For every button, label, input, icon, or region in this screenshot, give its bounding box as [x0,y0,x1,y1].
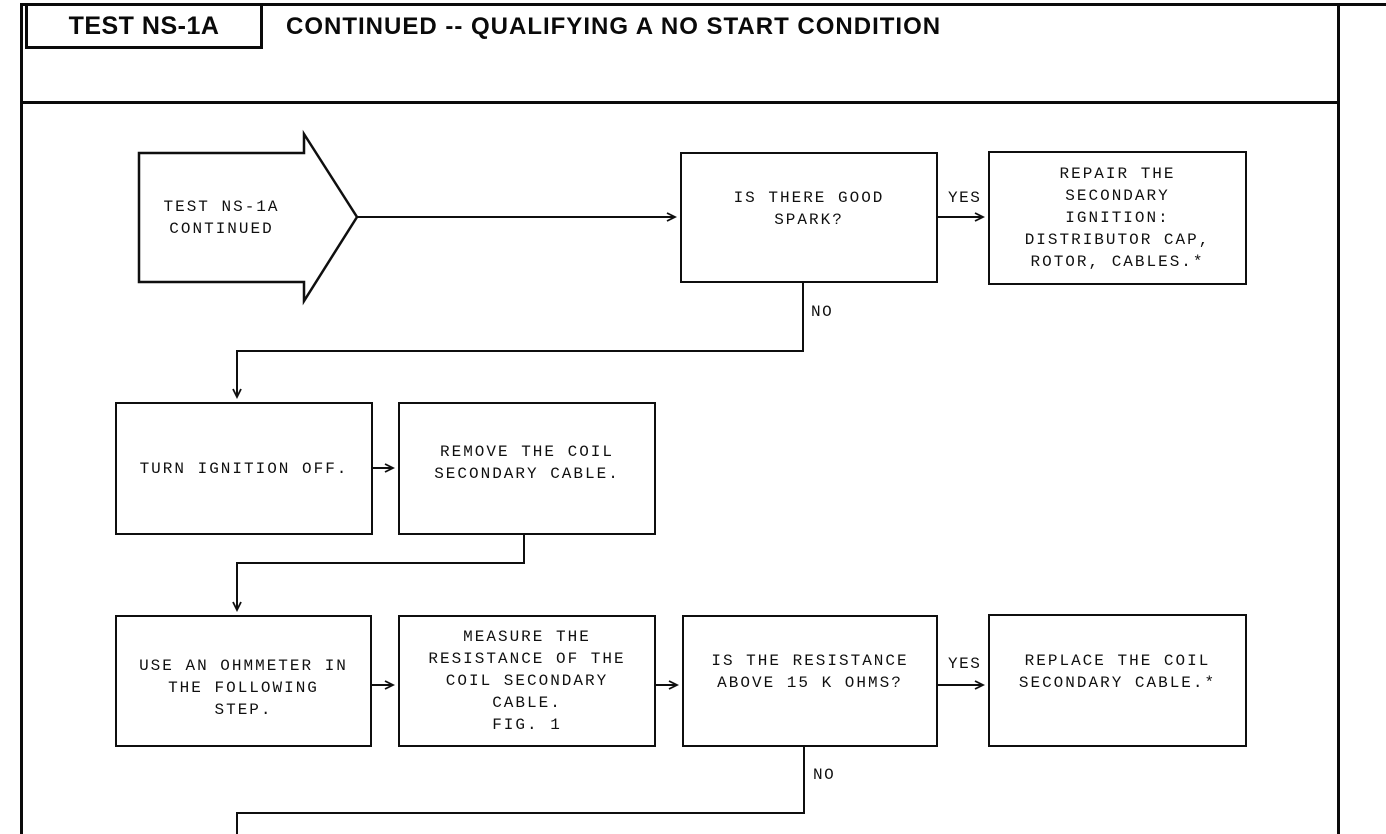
connector-remove-to-use [237,535,525,609]
node-repair-secondary-ignition: REPAIR THE SECONDARY IGNITION: DISTRIBUT… [988,151,1247,285]
page-border-top [20,3,1386,6]
edge-label-resistance-no: NO [813,766,836,784]
page-border-right [1337,3,1340,834]
connector-spark-no [237,283,804,396]
start-arrow-shape [137,129,359,306]
test-id-label: TEST NS-1A [68,11,220,40]
node-use-ohmmeter: USE AN OHMMETER IN THE FOLLOWING STEP. [115,615,372,747]
test-id-box: TEST NS-1A [25,3,263,49]
edge-label-resistance-yes: YES [948,655,982,673]
node-start-text: TEST NS-1A CONTINUED [163,197,280,238]
edge-label-spark-yes: YES [948,189,982,207]
node-turn-ignition-off: TURN IGNITION OFF. [115,402,373,535]
header-rule [20,101,1340,104]
page-title: CONTINUED -- QUALIFYING A NO START CONDI… [286,13,942,40]
node-is-resistance-above-15k: IS THE RESISTANCE ABOVE 15 K OHMS? [682,615,938,747]
node-is-there-good-spark: IS THERE GOOD SPARK? [680,152,938,283]
connector-resistance-no [236,747,805,834]
node-remove-coil-secondary-cable: REMOVE THE COIL SECONDARY CABLE. [398,402,656,535]
edge-label-spark-no: NO [811,303,834,321]
page-border-left [20,3,23,834]
node-measure-resistance: MEASURE THE RESISTANCE OF THE COIL SECON… [398,615,656,747]
node-replace-coil-secondary-cable: REPLACE THE COIL SECONDARY CABLE.* [988,614,1247,747]
node-start-arrow: TEST NS-1A CONTINUED [139,153,304,282]
